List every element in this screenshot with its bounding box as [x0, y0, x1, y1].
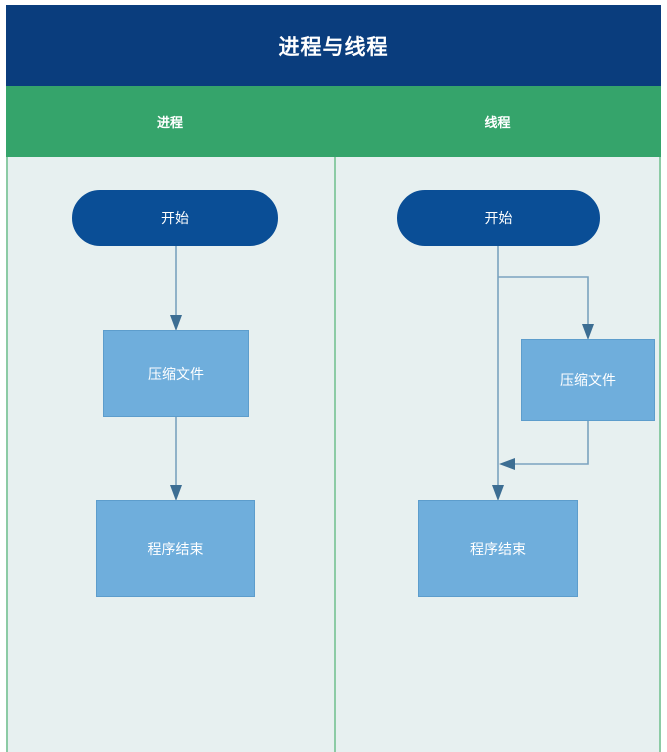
node-thread-zip[interactable]: 压缩文件 — [521, 339, 655, 421]
diagram-title-bar: 进程与线程 — [6, 5, 661, 86]
node-process-end[interactable]: 程序结束 — [96, 500, 255, 597]
node-process-end-label: 程序结束 — [147, 540, 204, 557]
node-process-zip[interactable]: 压缩文件 — [103, 330, 249, 417]
node-thread-start-label: 开始 — [484, 210, 513, 226]
node-thread-zip-label: 压缩文件 — [560, 372, 616, 388]
lane-header-process-label: 进程 — [156, 115, 183, 130]
node-thread-end-label: 程序结束 — [470, 540, 526, 557]
node-process-start-label: 开始 — [161, 210, 189, 226]
lane-header-band: 进程 线程 — [6, 86, 661, 157]
lane-divider — [334, 157, 336, 752]
node-process-start[interactable]: 开始 — [72, 190, 278, 246]
node-thread-end[interactable]: 程序结束 — [418, 500, 578, 597]
lane-header-thread-label: 线程 — [484, 115, 511, 130]
lane-header-process: 进程 — [6, 86, 334, 157]
diagram-title: 进程与线程 — [278, 35, 389, 59]
node-process-zip-label: 压缩文件 — [148, 365, 204, 382]
lane-header-thread: 线程 — [334, 86, 661, 157]
node-thread-start[interactable]: 开始 — [397, 190, 600, 246]
